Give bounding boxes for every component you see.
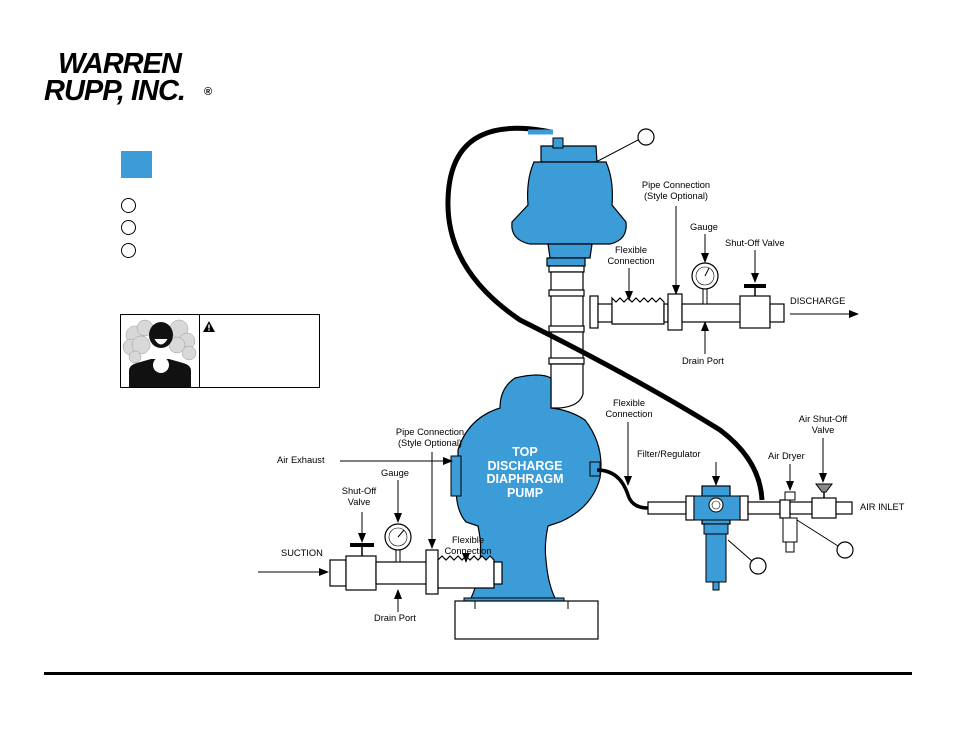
label-text: Flexible bbox=[612, 398, 646, 408]
air-inlet-line bbox=[647, 495, 853, 521]
label-text: Flexible bbox=[614, 245, 648, 255]
legend-blue-swatch bbox=[121, 151, 152, 178]
callout-circle-dryer bbox=[836, 541, 854, 559]
respirator-hazard-icon bbox=[121, 315, 200, 387]
label-pipe-connection-left: Pipe Connection (Style Optional) bbox=[382, 427, 478, 449]
surge-suppressor bbox=[511, 137, 627, 267]
label-flexible-connection-top: Flexible Connection bbox=[600, 245, 662, 267]
vertical-discharge-pipe bbox=[548, 265, 585, 409]
label-text: Valve bbox=[347, 497, 371, 507]
label-shutoff-valve-left: Shut-Off Valve bbox=[334, 486, 384, 508]
suction-line bbox=[329, 549, 503, 595]
legend-circle-1 bbox=[121, 198, 136, 213]
label-air-inlet: AIR INLET bbox=[860, 502, 905, 512]
label-air-dryer: Air Dryer bbox=[768, 451, 805, 461]
label-text: (Style Optional) bbox=[397, 438, 463, 448]
label-drain-port-bottom: Drain Port bbox=[374, 613, 416, 623]
warning-triangle-icon bbox=[203, 319, 215, 337]
label-text: Valve bbox=[811, 425, 835, 435]
suction-shutoff-valve bbox=[350, 543, 374, 556]
label-gauge-top: Gauge bbox=[690, 222, 718, 232]
pump-base bbox=[454, 600, 599, 640]
label-flexible-connection-mid: Flexible Connection bbox=[598, 398, 660, 420]
label-text: Flexible bbox=[451, 535, 485, 545]
label-pipe-connection-top: Pipe Connection (Style Optional) bbox=[628, 180, 724, 202]
air-supply-hose bbox=[445, 125, 765, 501]
discharge-shutoff-valve bbox=[744, 284, 766, 296]
label-discharge: DISCHARGE bbox=[790, 296, 846, 306]
pump-label-line-1: TOP bbox=[512, 445, 538, 459]
warning-box bbox=[120, 314, 320, 388]
label-text: Connection bbox=[605, 409, 653, 419]
label-shutoff-valve-top: Shut-Off Valve bbox=[725, 238, 785, 248]
label-text: (Style Optional) bbox=[643, 191, 709, 201]
label-air-exhaust: Air Exhaust bbox=[277, 455, 325, 465]
legend-circle-2 bbox=[121, 220, 136, 235]
label-text: Connection bbox=[444, 546, 492, 556]
label-flexible-connection-bottom: Flexible Connection bbox=[436, 535, 500, 557]
label-text: Pipe Connection bbox=[641, 180, 711, 190]
label-air-shutoff-valve: Air Shut-Off Valve bbox=[788, 414, 858, 436]
label-gauge-left: Gauge bbox=[381, 468, 409, 478]
label-suction: SUCTION bbox=[281, 548, 323, 558]
pump-label: TOP DISCHARGE DIAPHRAGM PUMP bbox=[475, 445, 575, 500]
pump-label-line-4: PUMP bbox=[506, 485, 544, 500]
company-logo: WARREN RUPP, INC. ® bbox=[44, 50, 224, 110]
footer-rule bbox=[44, 672, 912, 675]
filter-regulator bbox=[693, 485, 741, 591]
label-text: Connection bbox=[607, 256, 655, 266]
label-drain-port-top: Drain Port bbox=[682, 356, 724, 366]
air-dryer bbox=[782, 491, 798, 553]
callout-circle-filter bbox=[749, 557, 767, 575]
label-text: Shut-Off bbox=[341, 486, 377, 496]
logo-registered-mark: ® bbox=[204, 86, 212, 98]
pump-label-line-2: DISCHARGE bbox=[487, 458, 563, 473]
callout-circle-surge bbox=[637, 128, 655, 146]
air-shutoff-valve bbox=[815, 483, 833, 498]
legend-circle-3 bbox=[121, 243, 136, 258]
discharge-gauge bbox=[691, 262, 719, 305]
label-text: Pipe Connection bbox=[395, 427, 465, 437]
pump-label-line-3: DIAPHRAGM bbox=[486, 472, 564, 486]
logo-line-1: WARREN bbox=[58, 48, 182, 80]
suction-gauge bbox=[384, 523, 412, 563]
logo-line-2: RUPP, INC. bbox=[44, 75, 186, 107]
label-text: Air Shut-Off bbox=[798, 414, 848, 424]
discharge-line bbox=[589, 293, 785, 331]
label-filter-regulator: Filter/Regulator bbox=[637, 449, 701, 459]
